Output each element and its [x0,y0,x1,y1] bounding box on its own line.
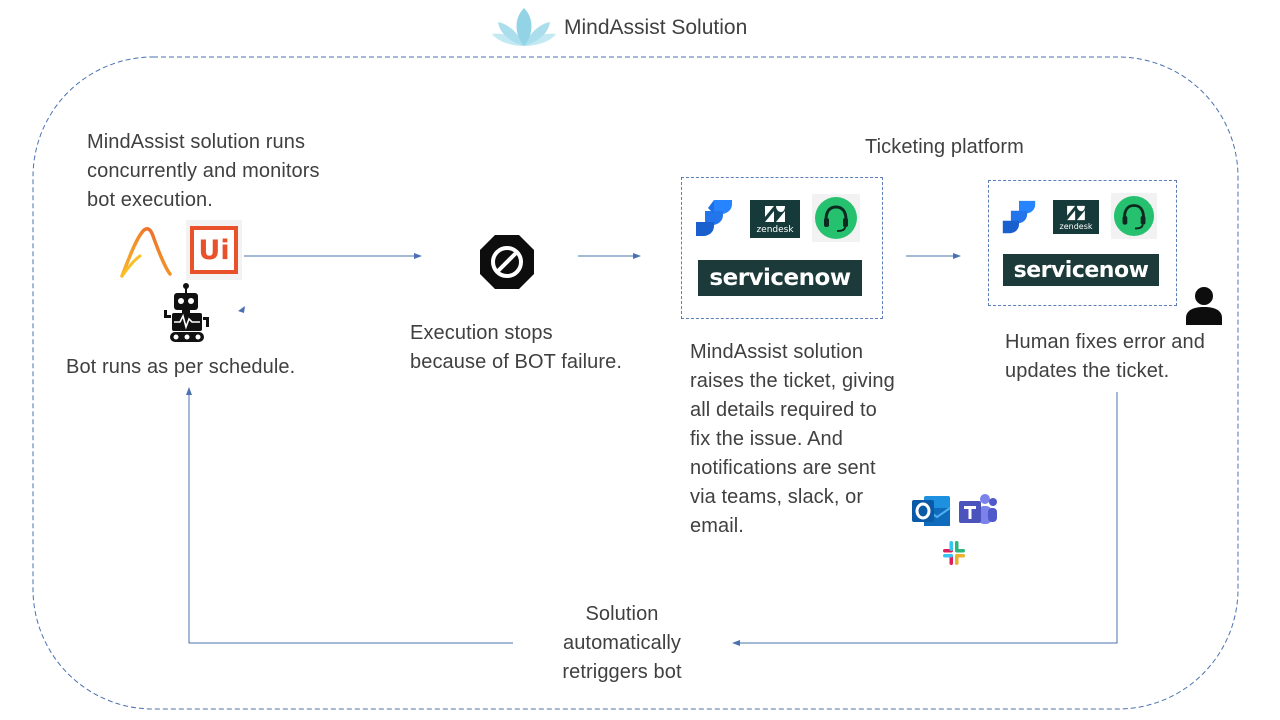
arrow-retrigger-to-bot [186,387,513,644]
servicenow-logo-2: servicenow [1003,254,1159,286]
small-arrowhead [238,306,245,313]
monitor-text: MindAssist solution runs concurrently an… [87,131,320,211]
freshdesk-wrap-2 [1111,193,1157,239]
human-text: Human fixes error and updates the ticket… [1005,331,1205,382]
ticketing-title: Ticketing platform [865,136,1024,158]
lotus-icon [492,8,556,46]
person-icon [1186,287,1222,325]
loop-border [32,56,1239,710]
zendesk-logo: zendesk [750,200,800,238]
robot-icon [164,283,209,342]
freshdesk-icon-2 [1113,195,1155,237]
freshdesk-wrap [812,194,860,242]
header: MindAssist Solution [490,4,790,50]
ticketing-box-left: zendesk servicenow [681,177,883,319]
raise-ticket-text: MindAssist solution raises the ticket, g… [690,341,895,537]
jira-icon [696,200,732,236]
page-title: MindAssist Solution [564,16,748,39]
teams-icon [959,494,997,524]
zendesk-icon [765,206,785,222]
bot-schedule-text: Bot runs as per schedule. [66,356,296,378]
ticketing-box-right: zendesk servicenow [988,180,1177,306]
uipath-logo: Ui [190,226,238,274]
zendesk-icon-2 [1067,205,1085,221]
arrow-human-to-retrigger [732,392,1118,646]
outlook-icon [912,496,951,526]
stop-icon [480,235,534,289]
zendesk-logo-2: zendesk [1053,200,1099,234]
stop-text: Execution stops because of BOT failure. [410,322,623,373]
servicenow-logo: servicenow [698,260,862,296]
automation-anywhere-logo [120,227,172,278]
retrigger-text: Solution automatically retriggers bot [562,603,682,683]
freshdesk-icon [815,197,857,239]
jira-icon-2 [1002,200,1036,234]
slack-icon [943,541,965,565]
uipath-logo-wrap: Ui [186,220,242,280]
